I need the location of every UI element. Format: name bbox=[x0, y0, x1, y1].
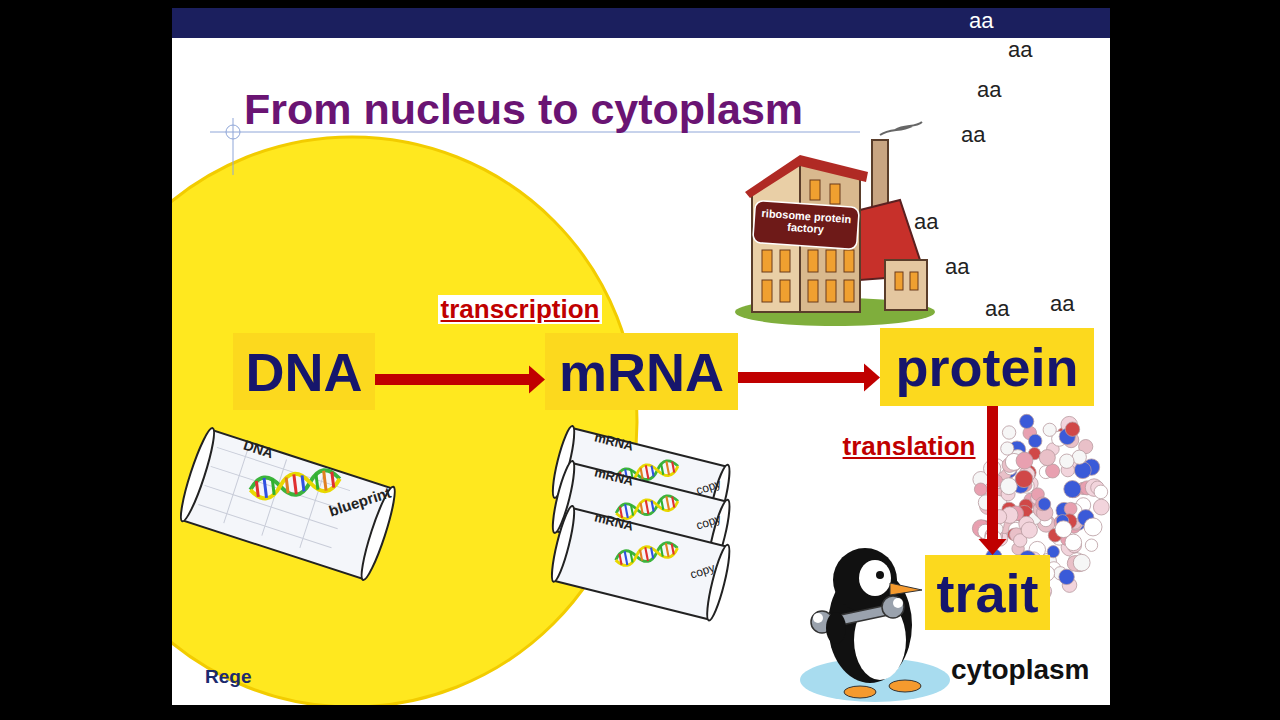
atom-sphere bbox=[1015, 470, 1032, 487]
amino-acid-label: aa bbox=[961, 123, 985, 147]
atom-sphere bbox=[1016, 452, 1033, 469]
atom-sphere bbox=[1001, 442, 1014, 455]
process-box: DNA bbox=[233, 333, 375, 410]
process-box: protein bbox=[880, 328, 1094, 406]
arrow-shaft bbox=[375, 374, 531, 385]
amino-acid-label: aa bbox=[977, 78, 1001, 102]
edge-label: transcription bbox=[438, 295, 603, 324]
atom-sphere bbox=[1038, 498, 1051, 511]
process-box: mRNA bbox=[545, 333, 738, 410]
amino-acid-label: aa bbox=[969, 9, 993, 33]
text-label: cytoplasm bbox=[951, 655, 1090, 686]
node-label: trait bbox=[936, 566, 1038, 620]
atom-sphere bbox=[1094, 485, 1108, 499]
atom-sphere bbox=[1064, 502, 1077, 515]
amino-acid-label: aa bbox=[985, 297, 1009, 321]
atom-sphere bbox=[1065, 422, 1079, 436]
process-box: trait bbox=[925, 555, 1050, 630]
atom-sphere bbox=[1029, 434, 1042, 447]
arrow-connector bbox=[738, 364, 880, 392]
atom-sphere bbox=[1020, 414, 1034, 428]
atom-sphere bbox=[1074, 462, 1091, 479]
atom-sphere bbox=[1059, 569, 1074, 584]
amino-acid-label: aa bbox=[1008, 38, 1032, 62]
amino-acid-label: aa bbox=[945, 255, 969, 279]
arrow-connector bbox=[979, 406, 1007, 555]
arrow-connector bbox=[375, 366, 545, 394]
arrow-shaft bbox=[738, 372, 866, 383]
arrow-head bbox=[979, 539, 1007, 555]
node-label: protein bbox=[896, 340, 1079, 394]
amino-acid-label: aa bbox=[1050, 292, 1074, 316]
text-label: Rege bbox=[205, 667, 251, 688]
atom-sphere bbox=[1021, 522, 1037, 538]
atom-sphere bbox=[1043, 423, 1056, 436]
arrow-head bbox=[864, 364, 880, 392]
atom-sphere bbox=[1064, 481, 1081, 498]
atom-sphere bbox=[1093, 499, 1109, 515]
atom-sphere bbox=[1039, 450, 1055, 466]
node-label: mRNA bbox=[559, 345, 724, 399]
atom-sphere bbox=[1000, 478, 1017, 495]
edge-label: translation bbox=[840, 432, 979, 461]
atom-sphere bbox=[1073, 554, 1090, 571]
atom-sphere bbox=[974, 483, 987, 496]
slide-title: From nucleus to cytoplasm bbox=[244, 86, 803, 133]
atom-sphere bbox=[1060, 454, 1074, 468]
arrow-shaft bbox=[987, 406, 998, 541]
arrow-head bbox=[529, 366, 545, 394]
amino-acid-label: aa bbox=[914, 210, 938, 234]
atom-sphere bbox=[1085, 539, 1097, 551]
atom-sphere bbox=[1055, 521, 1072, 538]
node-label: DNA bbox=[246, 345, 363, 399]
atom-sphere bbox=[1084, 518, 1102, 536]
atom-sphere bbox=[1046, 464, 1060, 478]
atom-sphere bbox=[1002, 426, 1015, 439]
